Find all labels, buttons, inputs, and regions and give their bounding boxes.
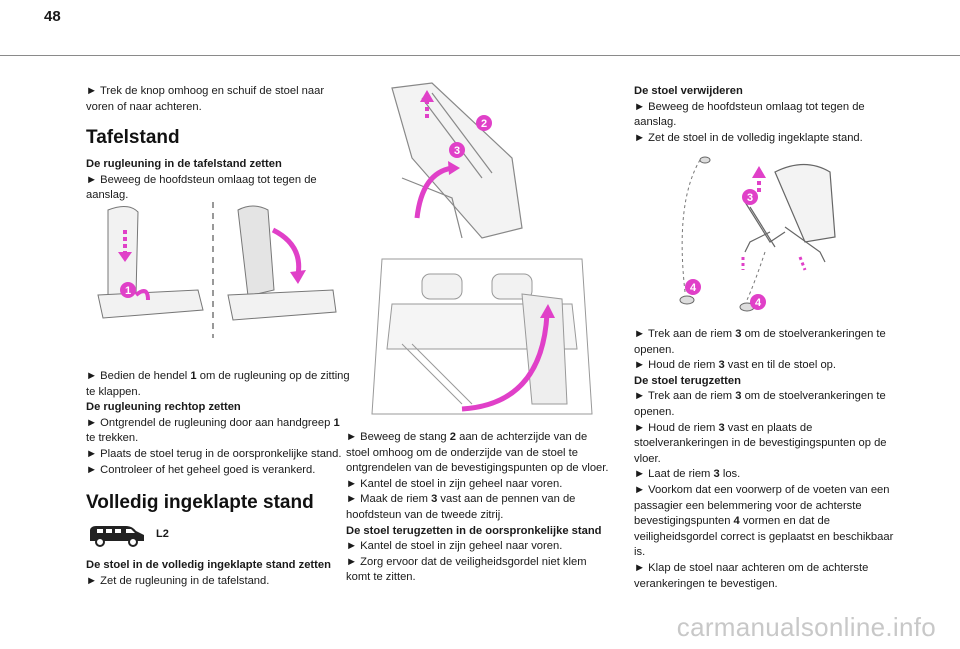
svg-text:1: 1	[125, 285, 131, 297]
seat-removal-figure: 3 4 4	[679, 156, 836, 312]
svg-text:4: 4	[755, 297, 762, 309]
subheading: De stoel terugzetten in de oorspronkelij…	[346, 524, 602, 537]
heading-tafelstand: Tafelstand	[86, 127, 180, 149]
paragraph: ► Maak de riem 3 vast aan de pennen van …	[346, 493, 576, 521]
page-number: 48	[44, 8, 61, 25]
paragraph: ► Plaats de stoel terug in de oorspronke…	[86, 447, 342, 460]
van-row: L2	[86, 522, 351, 548]
paragraph: ► Beweeg de stang 2 aan de achterzijde v…	[346, 431, 609, 475]
paragraph: ► Klap de stoel naar achteren om de acht…	[634, 561, 869, 590]
paragraph: ► Beweeg de hoofdsteun omlaag tot tegen …	[634, 100, 865, 129]
column-1: ► Trek de knop omhoog en schuif de stoel…	[86, 84, 351, 589]
paragraph: ► Houd de riem 3 vast en til de stoel op…	[634, 359, 837, 372]
subheading: De rugleuning rechtop zetten	[86, 401, 241, 414]
paragraph: ► Kantel de stoel in zijn geheel naar vo…	[346, 477, 563, 490]
seat-lift-figure: 2 3	[391, 82, 523, 239]
paragraph: ► Trek aan de riem 3 om de stoelveranker…	[634, 328, 886, 356]
top-rule	[0, 55, 960, 56]
subheading: De rugleuning in de tafelstand zetten	[86, 158, 282, 171]
subheading: De stoel in de volledig ingeklapte stand…	[86, 559, 331, 572]
paragraph: ► Trek de knop omhoog en schuif de stoel…	[86, 85, 325, 113]
paragraph: ► Beweeg de hoofdsteun omlaag tot tegen …	[86, 173, 317, 202]
paragraph: ► Houd de riem 3 vast en plaats de stoel…	[634, 421, 887, 465]
paragraph: ► Zet de rugleuning in de tafelstand.	[86, 574, 270, 587]
seat-figure: 1	[97, 202, 337, 338]
subheading: De stoel verwijderen	[634, 85, 743, 97]
paragraph: ► Laat de riem 3 los.	[634, 468, 741, 481]
paragraph: ► Voorkom dat een voorwerp of de voeten …	[634, 483, 894, 559]
paragraph: ► Ontgrendel de rugleuning door aan hand…	[86, 416, 340, 445]
paragraph: ► Zorg ervoor dat de veiligheidsgordel n…	[346, 555, 587, 584]
paragraph: ► Trek aan de riem 3 om de stoelveranker…	[634, 390, 886, 418]
paragraph: ► Controleer of het geheel goed is veran…	[86, 463, 316, 476]
interior-figure	[371, 258, 593, 415]
svg-text:2: 2	[481, 118, 487, 130]
column-3: De stoel verwijderen ► Beweeg de hoofdst…	[634, 84, 899, 146]
van-label: L2	[156, 528, 169, 541]
svg-text:3: 3	[454, 145, 460, 157]
column-2: ► Beweeg de stang 2 aan de achterzijde v…	[346, 430, 611, 586]
heading-volledig: Volledig ingeklapte stand	[86, 492, 314, 514]
column-3-lower: ► Trek aan de riem 3 om de stoelveranker…	[634, 327, 899, 592]
subheading: De stoel terugzetten	[634, 374, 741, 387]
svg-text:4: 4	[690, 282, 697, 294]
svg-text:3: 3	[747, 192, 753, 204]
watermark: carmanualsonline.info	[676, 612, 936, 642]
paragraph: ► Bedien de hendel 1 om de rugleuning op…	[86, 369, 350, 398]
van-icon	[90, 526, 144, 548]
paragraph: ► Zet de stoel in de volledig ingeklapte…	[634, 131, 863, 144]
paragraph: ► Kantel de stoel in zijn geheel naar vo…	[346, 540, 563, 553]
callout-badge	[120, 282, 136, 298]
